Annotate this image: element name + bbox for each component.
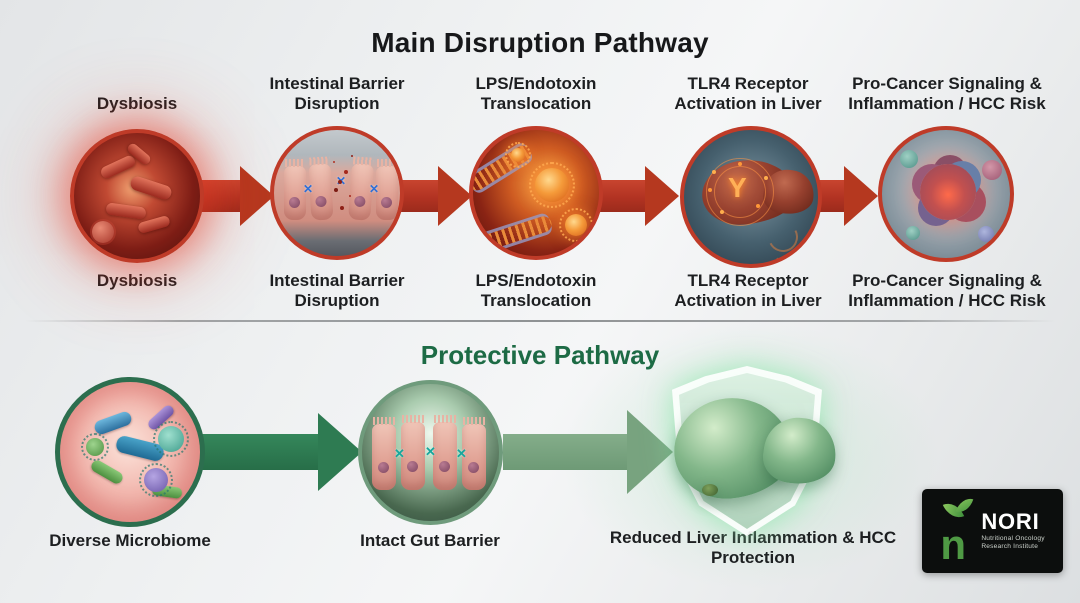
flow-arrow-red-2 [400,136,472,256]
step-label-bottom-tlr4: TLR4 Receptor Activation in Liver [674,271,822,311]
nori-logo: n NORI Nutritional Oncology Research Ins… [922,489,1063,573]
nori-sprout-n-icon: n [940,495,974,568]
step-label-top-lps: LPS/Endotoxin Translocation [475,73,597,113]
step-label-top-barrier: Intestinal Barrier Disruption [269,73,405,113]
flow-arrow-red-1 [200,136,274,256]
step-label-bottom-procancer: Pro-Cancer Signaling & Inflammation / HC… [848,271,1046,311]
flow-arrow-green-2 [503,368,673,536]
lps-endotoxin-particles-icon [469,126,603,260]
flow-arrow-green-1 [202,372,362,532]
liver-tlr4-receptor-icon [680,126,822,268]
intact-gut-barrier-icon [358,380,503,525]
damaged-epithelium-icon [270,126,404,260]
tumor-cells-icon [878,126,1014,262]
protective-pathway-title: Protective Pathway [420,340,660,370]
flow-arrow-red-3 [599,136,679,256]
step-label-bottom-dysbiosis: Dysbiosis [96,271,178,290]
protective-label-microbiome: Diverse Microbiome [49,531,211,550]
nori-logo-text: NORI Nutritional Oncology Research Insti… [981,511,1044,550]
nori-subtitle-line1: Nutritional Oncology [981,535,1045,543]
diverse-microbiome-icon [55,377,205,527]
healthy-green-liver-icon [668,392,841,512]
step-label-top-dysbiosis: Dysbiosis [96,93,178,113]
nori-subtitle-line2: Research Institute [981,543,1039,550]
main-pathway-title: Main Disruption Pathway [371,27,709,58]
step-label-top-procancer: Pro-Cancer Signaling & Inflammation / HC… [848,73,1046,113]
dysbiosis-red-bacteria-icon [70,129,204,263]
protective-label-gut-barrier: Intact Gut Barrier [360,531,500,550]
nori-acronym: NORI [981,509,1040,535]
section-divider [25,320,1055,322]
step-label-bottom-barrier: Intestinal Barrier Disruption [269,271,405,311]
step-label-top-tlr4: TLR4 Receptor Activation in Liver [674,73,822,113]
protective-label-liver-protection: Reduced Liver Inflammation & HCC Protect… [609,528,897,568]
step-label-bottom-lps: LPS/Endotoxin Translocation [475,271,597,311]
flow-arrow-red-4 [816,136,878,256]
